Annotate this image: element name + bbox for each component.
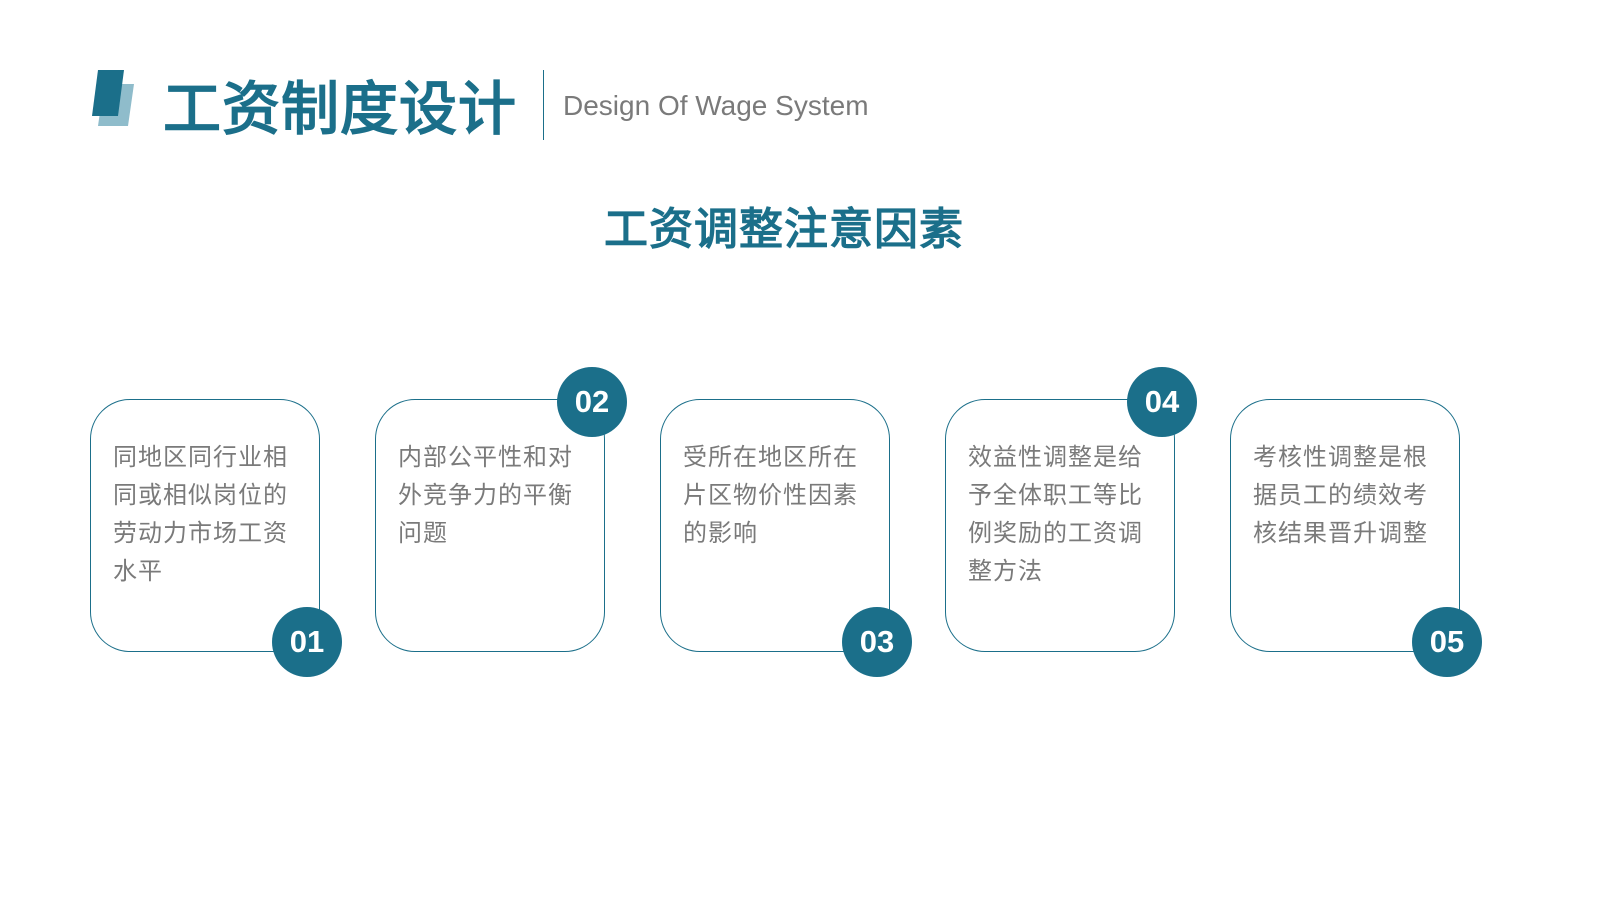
factor-card-02: 内部公平性和对外竞争力的平衡问题 02 (375, 367, 627, 652)
title-divider (543, 70, 544, 140)
factor-card-text: 同地区同行业相同或相似岗位的劳动力市场工资水平 (113, 443, 288, 585)
factor-number-badge: 05 (1412, 607, 1482, 677)
factor-card-03: 受所在地区所在片区物价性因素的影响 03 (660, 399, 912, 677)
page-title: 工资制度设计 (163, 75, 518, 143)
factor-card-01: 同地区同行业相同或相似岗位的劳动力市场工资水平 01 (90, 399, 342, 677)
factor-card-text: 受所在地区所在片区物价性因素的影响 (683, 443, 858, 547)
factor-number-badge: 03 (842, 607, 912, 677)
factor-card-04: 效益性调整是给予全体职工等比例奖励的工资调整方法 04 (945, 367, 1197, 652)
section-heading: 工资调整注意因素 (604, 204, 964, 255)
factor-card-text: 效益性调整是给予全体职工等比例奖励的工资调整方法 (968, 443, 1143, 585)
parallelogram-logo-icon (92, 70, 134, 126)
factor-number-badge: 01 (272, 607, 342, 677)
factor-card-05: 考核性调整是根据员工的绩效考核结果晋升调整 05 (1230, 399, 1482, 677)
factor-card-text: 考核性调整是根据员工的绩效考核结果晋升调整 (1253, 443, 1428, 547)
factor-number-badge: 04 (1127, 367, 1197, 437)
page-subtitle: Design Of Wage System (563, 90, 869, 121)
factor-number-badge: 02 (557, 367, 627, 437)
factor-card-text: 内部公平性和对外竞争力的平衡问题 (398, 443, 573, 547)
